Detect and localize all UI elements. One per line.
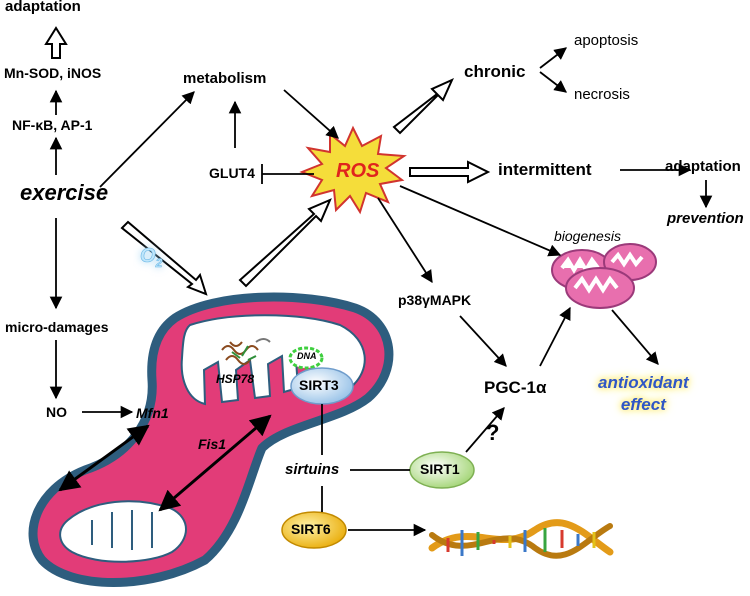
necrosis-label: necrosis: [574, 86, 630, 103]
chronic-label: chronic: [464, 62, 526, 81]
adaptation-right-label: adaptation: [665, 158, 741, 175]
hollow-arrows: [44, 26, 491, 296]
antioxidant-effect-label: antioxidant effect: [598, 372, 689, 416]
dna-label: DNA: [297, 351, 317, 361]
metabolism-label: metabolism: [183, 70, 267, 87]
sirt3-label: SIRT3: [299, 377, 339, 393]
question-mark: ?: [486, 420, 500, 445]
ros-starburst-icon: [299, 125, 407, 215]
antioxidant-line1: antioxidant: [598, 373, 689, 392]
micro-damages-label: micro-damages: [5, 319, 109, 335]
fis1-label: Fis1: [198, 436, 227, 452]
fusion-fission-arrows: [58, 414, 272, 512]
adaptation-top-label: adaptation: [5, 0, 81, 15]
pgc1a-label: PGC-1α: [484, 378, 547, 397]
antioxidant-line2: effect: [620, 395, 666, 414]
dna-helix-icon: [428, 519, 614, 559]
p38-mapk-label: p38γMAPK: [398, 292, 472, 308]
hsp78-protein-icon: [221, 338, 271, 365]
ros-label: ROS: [336, 160, 380, 182]
biogenesis-mitochondria-icon: [551, 243, 657, 309]
exercise-label: exercise: [20, 180, 109, 205]
sirt6-node: [281, 511, 347, 549]
mtdna-ring-icon: [288, 346, 324, 370]
connector-arrows: [49, 47, 713, 537]
glut4-label: GLUT4: [209, 165, 255, 181]
sirt6-label: SIRT6: [291, 521, 331, 537]
prevention-label: prevention: [667, 210, 744, 227]
sirtuins-label: sirtuins: [285, 461, 340, 478]
sirt1-label: SIRT1: [420, 461, 460, 477]
mnsod-inos-label: Mn-SOD, iNOS: [4, 65, 102, 81]
biogenesis-label: biogenesis: [554, 228, 621, 244]
no-label: NO: [46, 404, 67, 420]
mfn1-label: Mfn1: [136, 405, 169, 421]
intermittent-label: intermittent: [498, 160, 592, 179]
nfkb-ap1-label: NF-κB, AP-1: [12, 117, 93, 133]
hsp78-label: HSP78: [216, 372, 255, 386]
apoptosis-label: apoptosis: [574, 32, 639, 49]
